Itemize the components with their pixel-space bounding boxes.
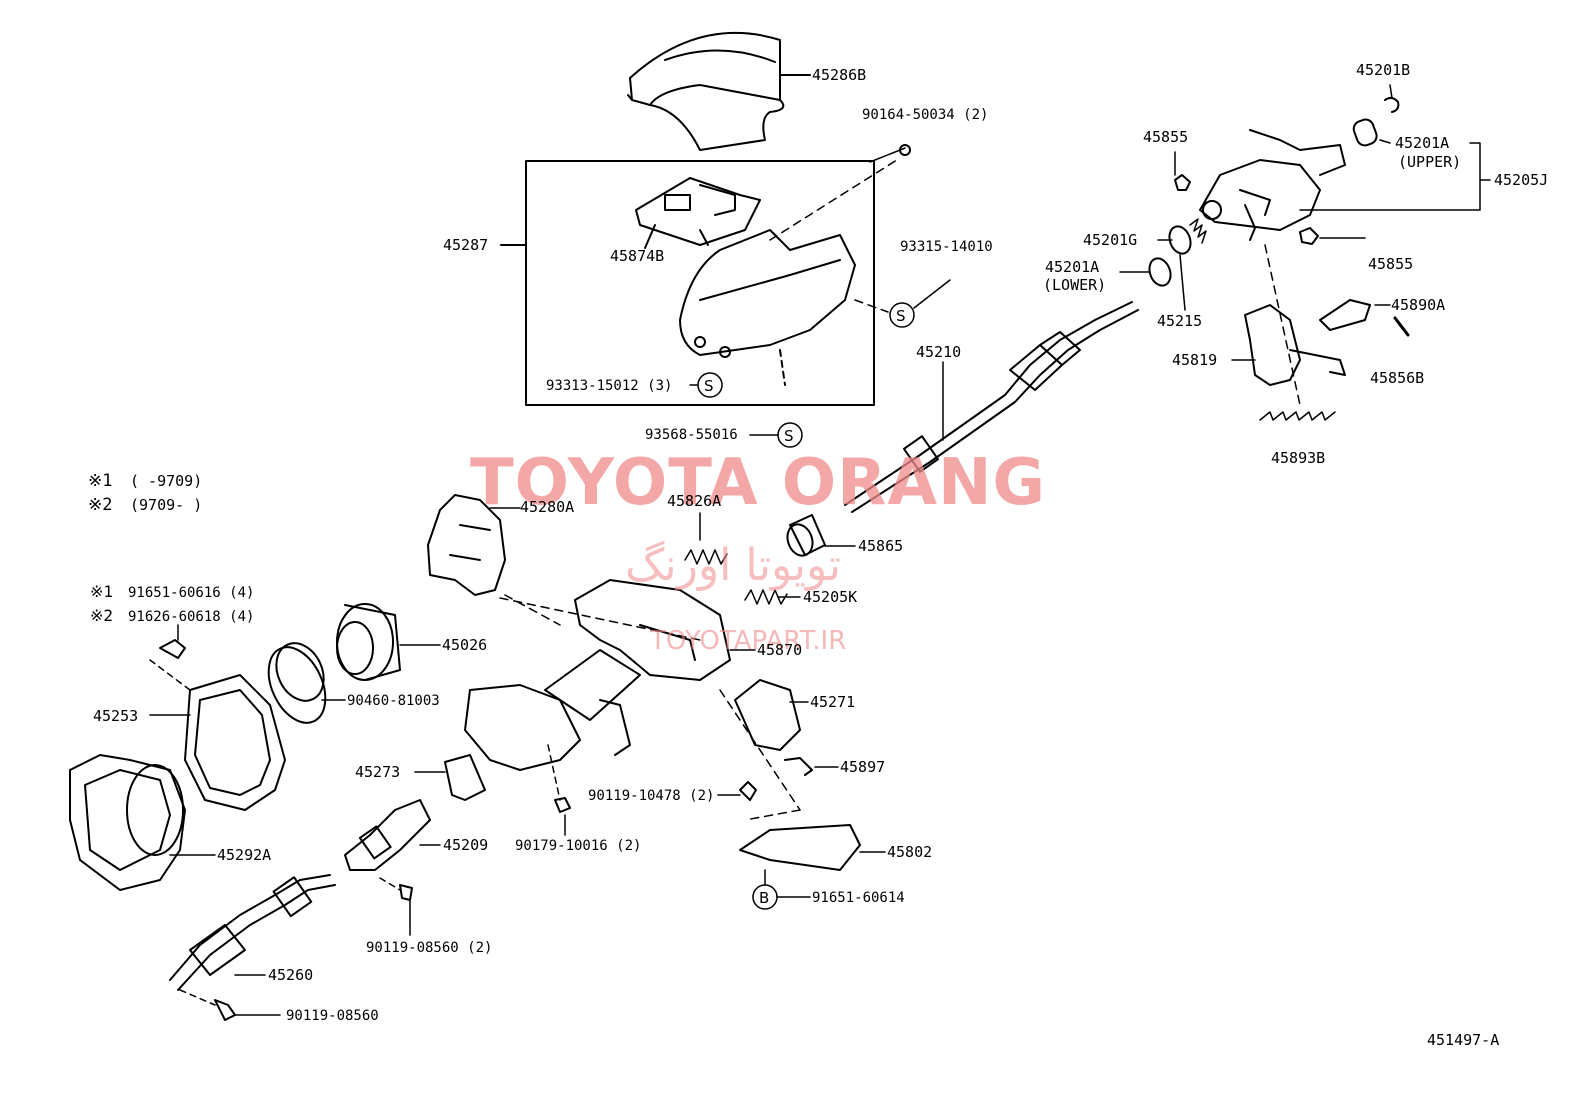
label-45865: 45865 (858, 537, 904, 555)
callout-s-1: S (896, 307, 906, 325)
legend-mark-2-bolt: ※2 (90, 606, 114, 625)
label-45897: 45897 (840, 758, 886, 776)
upper-column-cover-part (627, 31, 811, 151)
callout-s-2: S (704, 377, 714, 395)
label-90179-10016: 90179-10016 (2) (515, 838, 642, 854)
label-45280a: 45280A (520, 498, 575, 516)
watermark-url: TOYOTAPART.IR (650, 626, 847, 656)
label-45802: 45802 (887, 843, 933, 861)
legend-mark-1-bolt: ※1 (90, 582, 114, 601)
label-45287: 45287 (443, 236, 489, 254)
intermediate-shaft-part (169, 874, 336, 991)
label-45210: 45210 (916, 343, 962, 361)
label-90119-08560: 90119-08560 (286, 1008, 379, 1024)
main-shaft-part (844, 301, 1139, 513)
bushing-part (786, 514, 826, 557)
label-93315-14010: 93315-14010 (900, 239, 993, 255)
column-bracket-part (427, 494, 506, 596)
column-hole-cover-part (69, 754, 186, 891)
label-93313-15012: 93313-15012 (3) (546, 378, 673, 394)
legend-mark-1: ※1 (88, 471, 113, 491)
dust-boot-part (336, 603, 401, 681)
label-90460-81003: 90460-81003 (347, 693, 440, 709)
lower-column-cover-part (679, 229, 856, 386)
label-45209: 45209 (443, 836, 489, 854)
legend-mark-2: ※2 (88, 495, 113, 515)
label-45826a: 45826A (667, 492, 722, 510)
watermark-brand: TOYOTA ORANG (470, 446, 1047, 520)
label-91626-60618: 91626-60618 (4) (128, 609, 255, 625)
label-45870: 45870 (757, 641, 803, 659)
label-90119-08560-x2: 90119-08560 (2) (366, 940, 493, 956)
label-45855-upper: 45855 (1143, 128, 1189, 146)
label-45205k: 45205K (803, 588, 858, 606)
label-90164-50034: 90164-50034 (2) (862, 107, 989, 123)
lower-cover-group-frame (525, 160, 875, 406)
label-91651-60614: 91651-60614 (812, 890, 905, 906)
label-45201g: 45201G (1083, 231, 1138, 249)
label-45271: 45271 (810, 693, 856, 711)
label-45855-lower: 45855 (1368, 255, 1414, 273)
label-45874b: 45874B (610, 247, 665, 265)
label-45253: 45253 (93, 707, 139, 725)
legend-range-2: (9709- ) (130, 496, 203, 514)
tilt-lever-part (1244, 299, 1410, 421)
label-90119-10478: 90119-10478 (2) (588, 788, 715, 804)
watermark-persian: تویوتا اورنگ (625, 540, 841, 591)
label-93568-55016: 93568-55016 (645, 427, 738, 443)
label-45201a-lower: 45201A (1045, 258, 1100, 276)
label-45292a: 45292A (217, 846, 272, 864)
label-lower: (LOWER) (1043, 276, 1107, 294)
label-45819: 45819 (1172, 351, 1218, 369)
label-45205j: 45205J (1494, 171, 1549, 189)
label-45201b: 45201B (1356, 61, 1411, 79)
label-45026: 45026 (442, 636, 488, 654)
universal-joint-part (344, 799, 431, 871)
label-45893b: 45893B (1271, 449, 1326, 467)
label-45286b: 45286B (812, 66, 867, 84)
callout-b: B (759, 889, 769, 907)
cover-bracket-part (635, 177, 761, 249)
label-45273: 45273 (355, 763, 401, 781)
callout-s-3: S (784, 427, 794, 445)
label-91651-60616: 91651-60616 (4) (128, 585, 255, 601)
column-tube-part (464, 579, 731, 771)
label-45260: 45260 (268, 966, 314, 984)
column-hole-seal-part (184, 674, 286, 811)
label-45856b: 45856B (1370, 369, 1425, 387)
legend-range-1: ( -9709) (130, 472, 203, 490)
label-upper: (UPPER) (1398, 153, 1462, 171)
label-45890a: 45890A (1391, 296, 1446, 314)
diagram-id: 451497-A (1427, 1031, 1500, 1049)
label-45201a-upper: 45201A (1395, 134, 1450, 152)
label-45215: 45215 (1157, 312, 1203, 330)
tilt-head-assembly-part (1199, 129, 1346, 241)
